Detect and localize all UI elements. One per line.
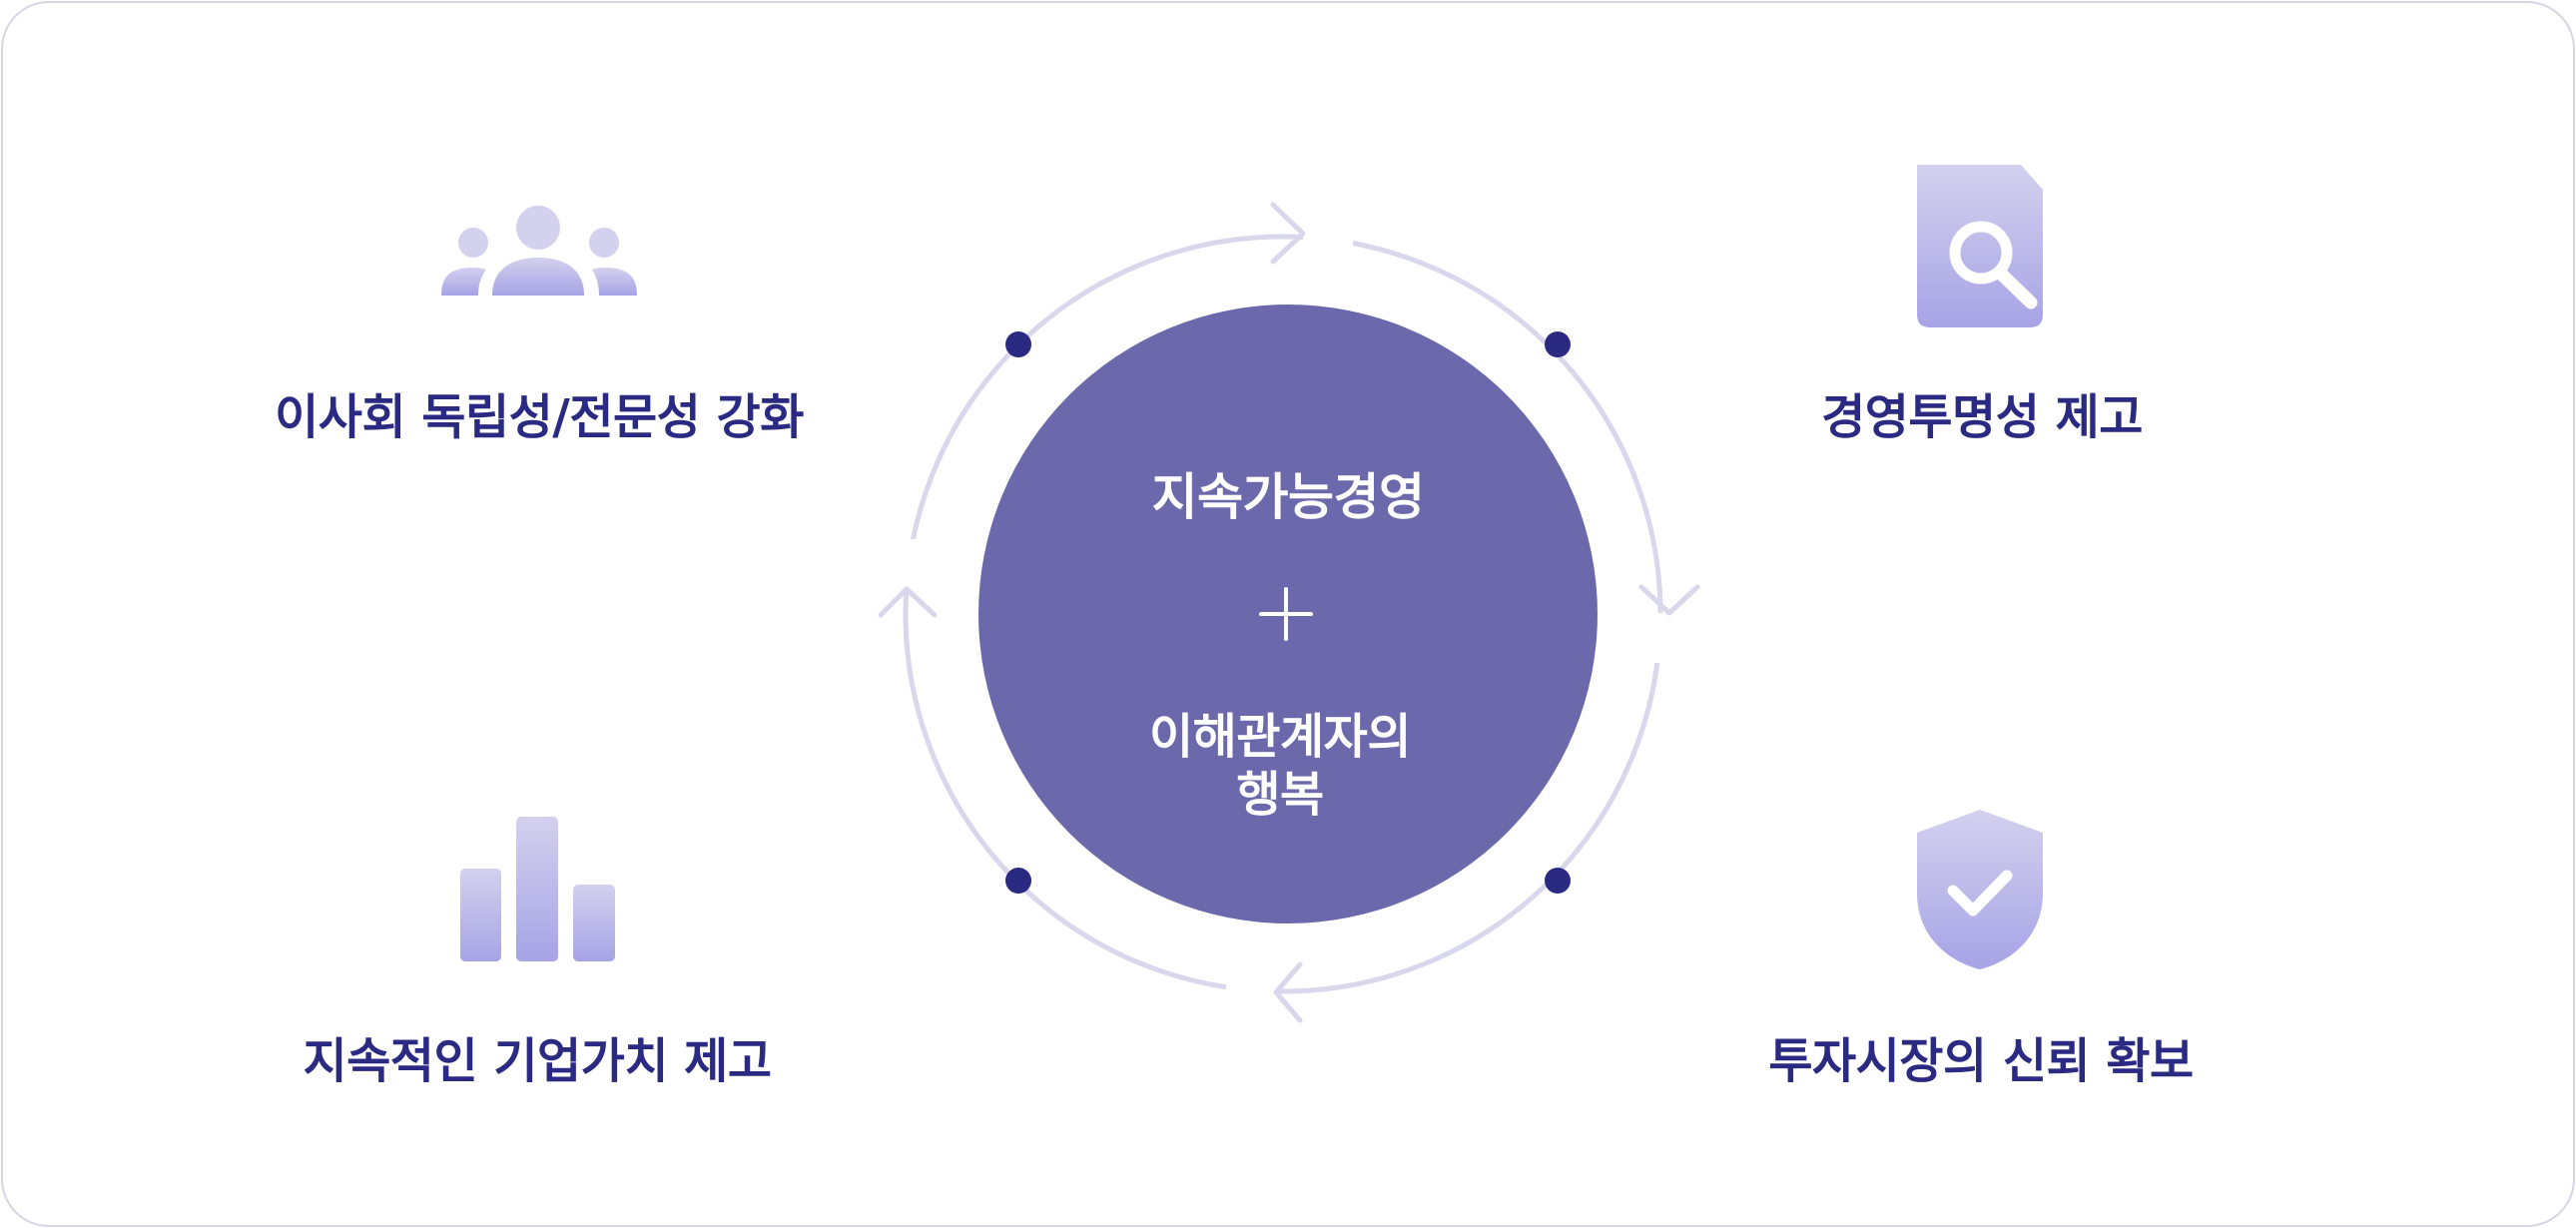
- item-label-investor-trust: 투자시장의 신뢰 확보: [1768, 1033, 2194, 1089]
- arrow-bottom: [1226, 961, 1303, 1023]
- document-search-icon: [1917, 165, 2043, 327]
- cycle-dot: [1005, 868, 1031, 894]
- shield-check-icon: [1917, 810, 2043, 969]
- center-bottom-label-line1: 이해관계자의: [1149, 709, 1411, 765]
- cycle-dot: [1545, 868, 1571, 894]
- item-label-board-independence: 이사회 독립성/전문성 강화: [275, 389, 804, 445]
- arrow-right: [1638, 584, 1700, 663]
- item-label-corporate-value: 지속적인 기업가치 제고: [303, 1033, 772, 1089]
- center-bottom-label-line2: 행복: [1236, 767, 1324, 823]
- bar-chart-icon: [460, 817, 615, 961]
- cycle-dot: [1545, 331, 1571, 357]
- cycle-dot: [1005, 331, 1031, 357]
- item-label-management-transparency: 경영투명성 제고: [1821, 389, 2143, 445]
- arrow-left: [878, 539, 938, 618]
- plus-sign: [1259, 587, 1313, 641]
- center-top-label: 지속가능경영: [1151, 468, 1426, 526]
- arrow-top: [1270, 202, 1353, 265]
- people-group-icon: [441, 206, 637, 296]
